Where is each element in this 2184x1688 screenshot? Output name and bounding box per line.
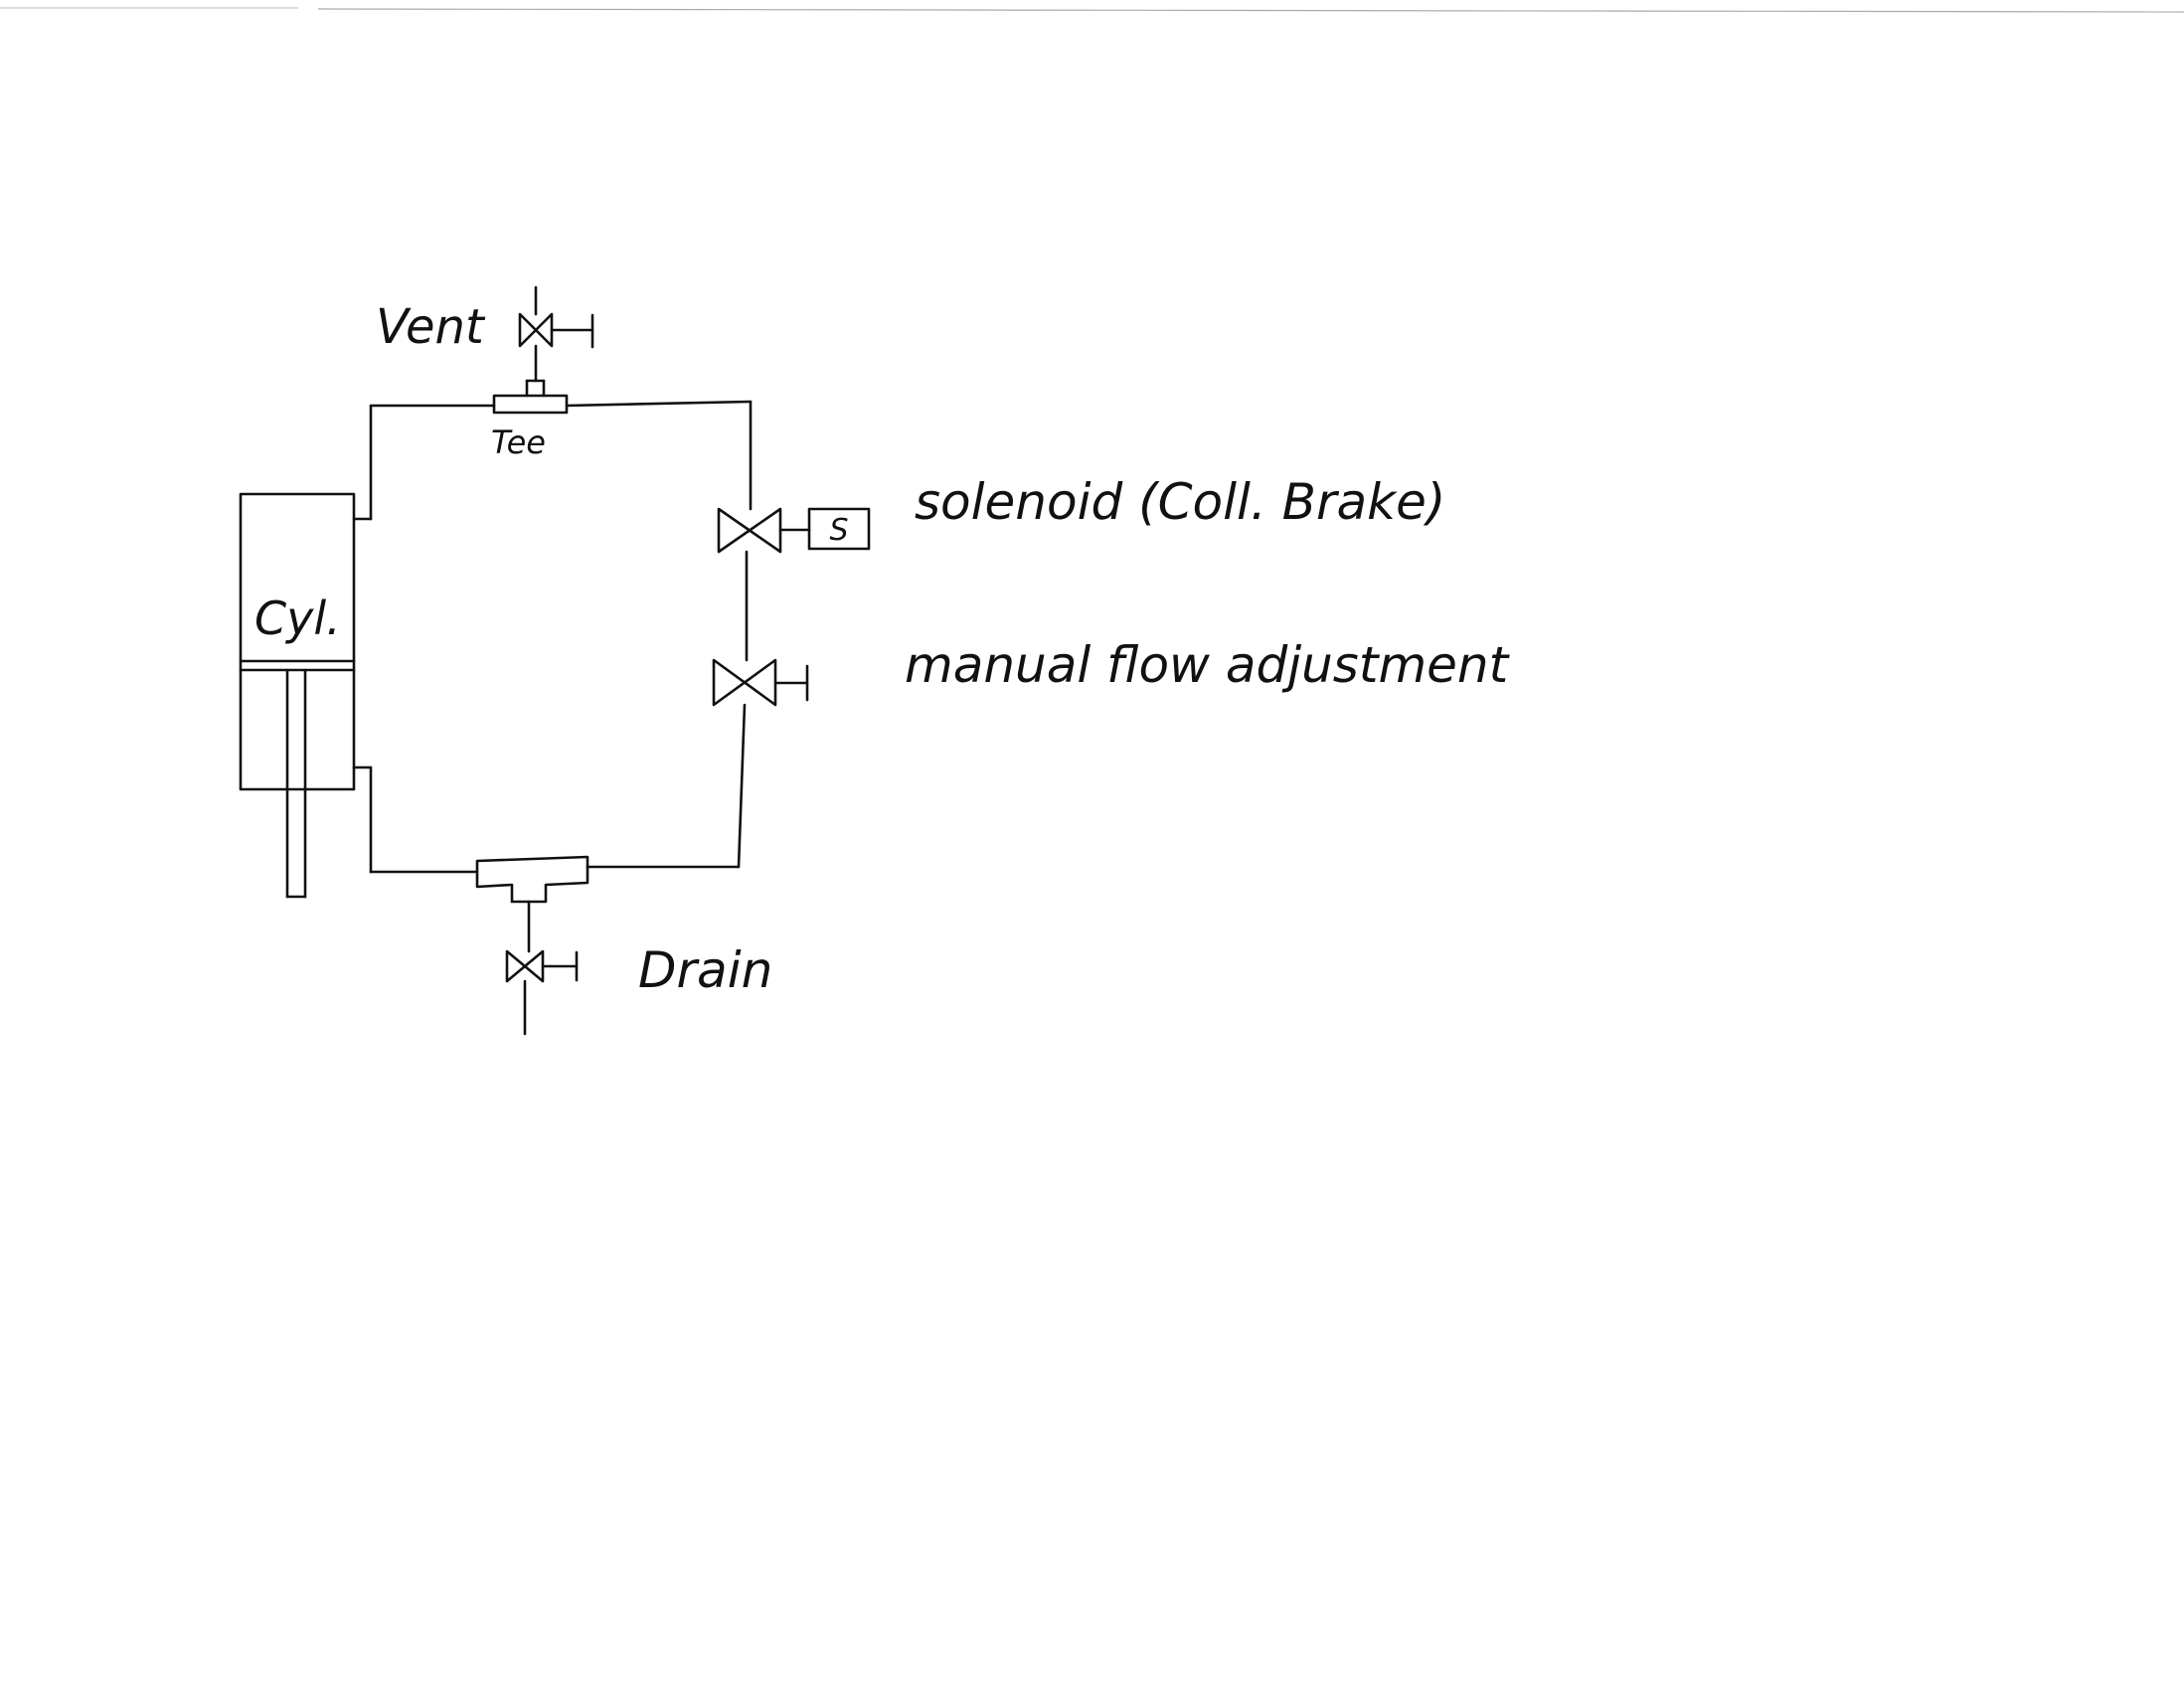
vent-valve xyxy=(518,285,594,383)
drain-label: Drain xyxy=(638,941,772,999)
vent-label: Vent xyxy=(376,299,486,355)
tee-label: Tee xyxy=(491,423,546,461)
right-pipe xyxy=(737,550,749,869)
cylinder-label: Cyl. xyxy=(254,591,341,645)
manual-flow-label: manual flow adjustment xyxy=(905,636,1511,694)
manual-flow-valve xyxy=(712,658,809,707)
solenoid-label: solenoid (Coll. Brake) xyxy=(915,473,1445,531)
solenoid-box-label: S xyxy=(829,513,848,548)
bottom-pipe xyxy=(369,765,741,874)
cylinder xyxy=(239,492,373,899)
scan-edge xyxy=(0,7,2184,13)
tee-top xyxy=(492,379,569,415)
drain-valve xyxy=(505,900,579,1036)
solenoid-valve: S xyxy=(717,507,871,554)
top-pipe xyxy=(369,400,753,521)
tee-bottom xyxy=(475,855,589,904)
